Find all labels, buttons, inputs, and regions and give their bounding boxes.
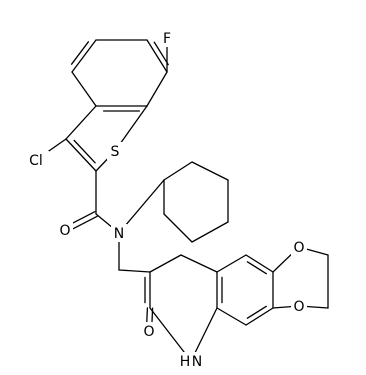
bond-q5-r1	[216, 254, 247, 273]
atom-quinolinone-oxygen: O	[141, 322, 157, 340]
bond-r3-r4	[245, 307, 274, 326]
bond-r1-r2-inner	[246, 261, 267, 275]
atom-label-o-dioxane-top: O	[293, 240, 304, 256]
bond-c2-c3-inner	[73, 139, 96, 164]
bond-chD-chE	[191, 221, 229, 243]
bond-ch2-q1	[118, 269, 151, 273]
bond-b3-b4	[146, 71, 168, 107]
atom-amide-nitrogen: N	[111, 224, 127, 242]
bond-q6-q1	[149, 254, 182, 273]
bond-c3-b5	[65, 105, 97, 140]
atom-chlorine: Cl	[23, 151, 49, 169]
bond-c2-c3	[65, 138, 97, 172]
bond-b6-b1-inner	[70, 41, 90, 65]
bond-chB-chC	[191, 161, 229, 181]
bond-b2-b3	[146, 39, 168, 73]
bond-b5-b6	[71, 71, 97, 107]
atom-label-n-amide: N	[114, 226, 124, 242]
atom-quinolinone-nh: H N	[177, 352, 205, 370]
atom-dioxane-oxygen-bottom: O	[291, 297, 307, 315]
bond-q5-q6	[180, 254, 218, 273]
bond-r3-r4-inner	[246, 305, 267, 319]
atom-fluorine: F	[159, 29, 175, 47]
bond-r1-r2	[245, 254, 274, 273]
bond-b6-b1	[71, 39, 97, 73]
atom-label-o-quinolinone: O	[143, 324, 154, 340]
atom-label-o-dioxane-bottom: O	[293, 299, 304, 315]
atom-label-o-carbonyl: O	[59, 223, 70, 239]
bond-b2-b3-inner	[153, 41, 169, 66]
atom-label-layer: F Cl S O N O O O	[23, 29, 307, 370]
bond-chE-mid	[163, 213, 193, 243]
atom-carbonyl-oxygen: O	[57, 221, 73, 239]
atom-label-h-nh: H	[180, 354, 191, 370]
bond-chA-chB	[163, 161, 193, 181]
atom-label-cl: Cl	[29, 153, 43, 169]
atom-label-n-nh: N	[192, 354, 202, 370]
atom-label-s: S	[111, 144, 120, 160]
bond-r4-q4	[216, 307, 247, 326]
atom-dioxane-oxygen-top: O	[291, 238, 307, 256]
atom-sulfur: S	[107, 142, 123, 160]
atom-label-f: F	[163, 31, 171, 47]
bond-layer	[35, 37, 329, 362]
